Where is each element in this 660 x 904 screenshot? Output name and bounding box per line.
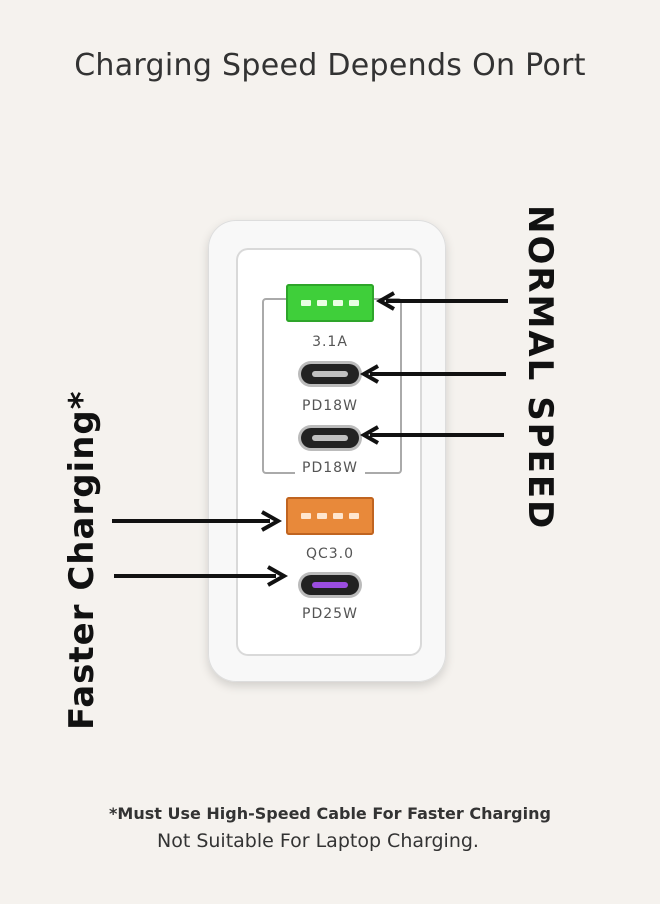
laptop-note: Not Suitable For Laptop Charging. bbox=[157, 830, 479, 852]
usb-c-port bbox=[301, 428, 359, 448]
usb-a-port-orange bbox=[286, 497, 374, 535]
usb-c-port bbox=[301, 364, 359, 384]
arrow-left-icon bbox=[359, 364, 506, 384]
port-label: PD25W bbox=[302, 606, 358, 622]
port-label: PD18W bbox=[295, 460, 365, 476]
page-title: Charging Speed Depends On Port bbox=[74, 48, 586, 83]
faster-charging-label: Faster Charging* bbox=[62, 390, 102, 730]
usb-a-port-green bbox=[286, 284, 374, 322]
port-label: QC3.0 bbox=[305, 546, 355, 562]
arrow-left-icon bbox=[359, 425, 504, 445]
arrow-left-icon bbox=[375, 291, 508, 311]
port-label: 3.1A bbox=[312, 334, 348, 350]
arrow-right-icon bbox=[112, 510, 282, 532]
normal-speed-label: NORMAL SPEED bbox=[520, 205, 560, 531]
arrow-right-icon bbox=[114, 565, 288, 587]
cable-note: *Must Use High-Speed Cable For Faster Ch… bbox=[109, 804, 551, 823]
port-label: PD18W bbox=[302, 398, 358, 414]
usb-c-port-purple bbox=[301, 575, 359, 595]
